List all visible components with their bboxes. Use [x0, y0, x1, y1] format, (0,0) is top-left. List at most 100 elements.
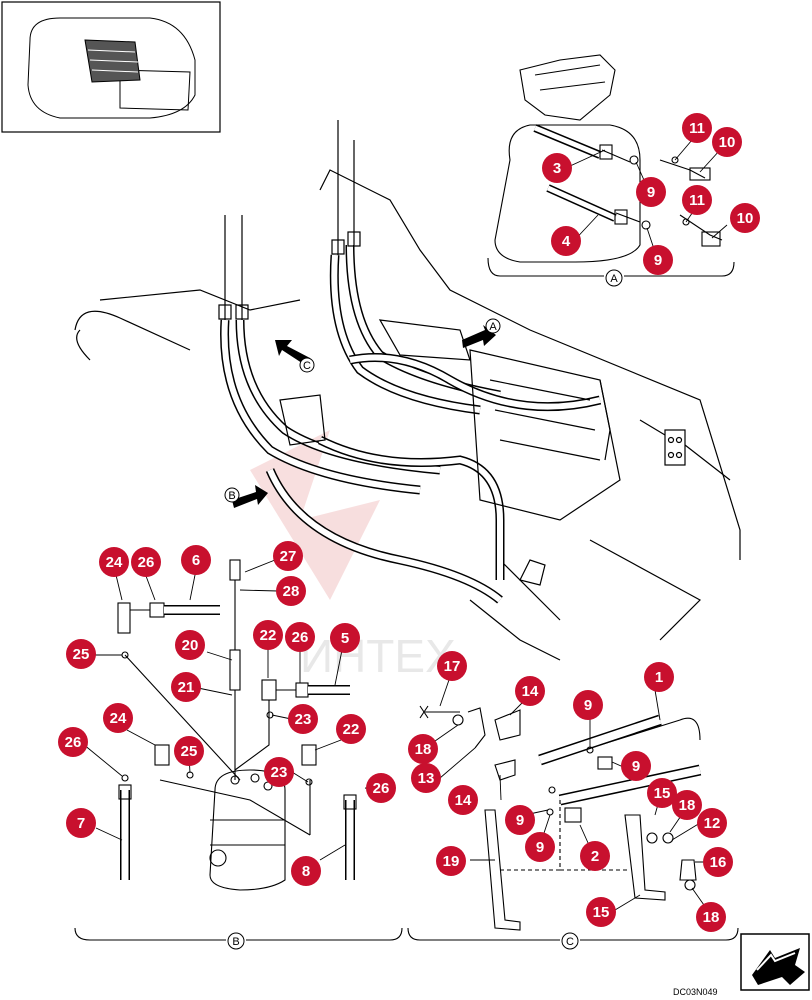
callout-number: 23	[271, 764, 288, 781]
callout-circle	[448, 785, 478, 815]
view-c-label: C	[566, 936, 574, 948]
view-a-label: A	[610, 273, 618, 285]
main-assembly	[74, 120, 741, 661]
callout-circle	[103, 703, 133, 733]
callout-number: 14	[522, 683, 539, 700]
callout-number: 9	[516, 812, 524, 829]
callout-number: 25	[181, 743, 198, 760]
view-a-marker	[605, 269, 623, 287]
callout-circle	[276, 576, 306, 606]
callout-number: 22	[343, 721, 360, 738]
callout-circle	[636, 177, 666, 207]
callout-number: 17	[444, 658, 461, 675]
callout-number: 18	[679, 797, 696, 814]
callout-number: 26	[292, 629, 309, 646]
watermark-text: ИНТЕХ	[300, 630, 456, 682]
callout-number: 4	[562, 233, 571, 250]
callout-circle	[131, 547, 161, 577]
next-page-arrow-icon	[740, 933, 810, 991]
callout-number: 11	[689, 192, 705, 209]
callout-number: 15	[593, 904, 610, 921]
callout-circle	[505, 805, 535, 835]
callout-circle	[697, 808, 727, 838]
callout-circle	[515, 676, 545, 706]
callout-number: 26	[373, 780, 390, 797]
callout-number: 24	[110, 710, 127, 727]
callout-circle	[175, 630, 205, 660]
callout-number: 22	[260, 627, 277, 644]
callout-circle	[647, 778, 677, 808]
callout-circle	[66, 639, 96, 669]
callout-number: 19	[443, 853, 460, 870]
callout-circle	[58, 727, 88, 757]
callout-number: 26	[138, 554, 155, 571]
callout-number: 18	[703, 909, 720, 926]
callout-number: 9	[584, 697, 592, 714]
view-c-parts	[407, 705, 739, 941]
drawing-code: DC03N049	[673, 987, 718, 997]
callout-number: 24	[106, 554, 123, 571]
watermark: ИНТЕХ	[250, 430, 456, 682]
callout-circle	[437, 651, 467, 681]
callout-circle	[436, 846, 466, 876]
callout-circle	[288, 704, 318, 734]
callout-circle	[672, 790, 702, 820]
callout-circle	[366, 773, 396, 803]
callout-number: 11	[689, 120, 705, 137]
callout-number: 9	[647, 184, 655, 201]
callout-circle	[66, 808, 96, 838]
callout-circle	[730, 203, 760, 233]
callout-circle	[551, 226, 581, 256]
callout-number: 9	[654, 252, 662, 269]
callout-number: 27	[280, 548, 297, 565]
callout-circle	[580, 841, 610, 871]
view-arrows: A C B	[224, 318, 501, 508]
callout-number: 23	[295, 711, 312, 728]
callout-number: 3	[553, 160, 561, 177]
callout-number: 9	[536, 839, 544, 856]
callout-circle	[411, 763, 441, 793]
callout-circle	[643, 245, 673, 275]
callout-number: 8	[302, 863, 310, 880]
callout-number: 2	[591, 848, 599, 865]
view-b-parts	[74, 559, 403, 941]
callout-circle	[621, 751, 651, 781]
callout-circle	[264, 757, 294, 787]
callout-circle	[573, 690, 603, 720]
leader-lines	[82, 139, 728, 916]
callout-number: 14	[455, 792, 472, 809]
view-c-marker	[561, 932, 579, 950]
callout-circle	[703, 847, 733, 877]
callout-number: 10	[737, 210, 754, 227]
callout-number: 9	[632, 758, 640, 775]
arrow-label-c: C	[303, 360, 311, 372]
callout-number: 7	[77, 815, 85, 832]
callout-circle	[174, 736, 204, 766]
view-b-label: B	[232, 936, 239, 948]
callout-number: 28	[283, 583, 300, 600]
callout-circle	[696, 902, 726, 932]
arrow-label-b: B	[228, 490, 235, 502]
callout-number: 1	[655, 669, 663, 686]
callout-circle	[542, 153, 572, 183]
callout-number: 21	[178, 679, 195, 696]
callout-circle	[586, 897, 616, 927]
callout-number: 13	[418, 770, 435, 787]
callout-circle	[99, 547, 129, 577]
arrow-label-a: A	[489, 321, 497, 333]
callout-circle	[253, 620, 283, 650]
callout-circle	[712, 127, 742, 157]
callout-number: 5	[341, 630, 349, 647]
callout-circle	[273, 541, 303, 571]
callout-number: 16	[710, 854, 727, 871]
callout-circle	[408, 734, 438, 764]
callout-circle	[291, 856, 321, 886]
callout-number: 6	[192, 552, 200, 569]
callout-circle	[644, 662, 674, 692]
callout-circle	[525, 832, 555, 862]
callout-circle	[330, 623, 360, 653]
callout-circle	[682, 113, 712, 143]
location-thumbnail	[1, 1, 221, 133]
